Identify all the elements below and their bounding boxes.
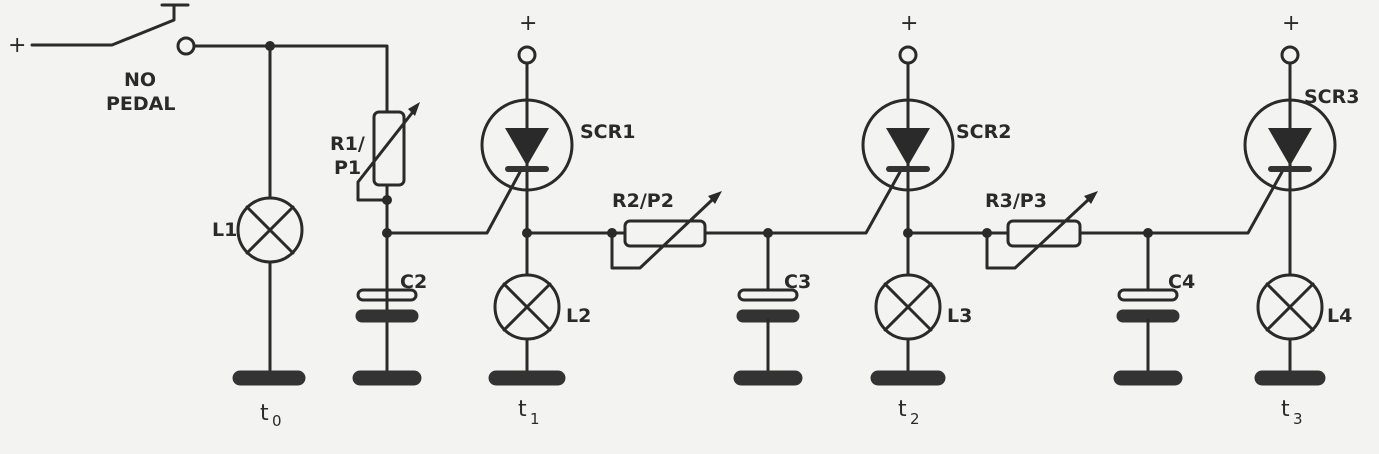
potentiometer-r2p2 (525, 191, 770, 270)
lamp-l1 (232, 44, 306, 386)
scr-label-2: SCR2 (956, 121, 1011, 143)
resistor-label-r3: R3/P3 (985, 190, 1047, 212)
switch-label-line2: PEDAL (106, 93, 176, 115)
lamp-label-l3: L3 (947, 305, 972, 327)
input-plus-label: + (8, 33, 26, 58)
gate-wire-scr2 (766, 170, 902, 235)
svg-text:3: 3 (1293, 410, 1303, 428)
capacitor-c3 (733, 228, 803, 386)
svg-text:t: t (898, 397, 907, 422)
gate-wire-scr3 (1146, 170, 1284, 235)
lamp-label-l1: L1 (212, 219, 237, 241)
svg-text:0: 0 (272, 412, 282, 430)
scr1-symbol (480, 98, 574, 192)
svg-text:2: 2 (910, 410, 920, 428)
svg-text:1: 1 (530, 410, 540, 428)
capacitor-label-c2: C2 (400, 271, 427, 293)
potentiometer-r3p3 (906, 191, 1150, 270)
scr1-stage: + (480, 11, 574, 386)
scr2-stage: + (861, 11, 955, 386)
pedal-switch (30, 3, 196, 56)
top-rail (192, 44, 389, 114)
scr-label-3: SCR3 (1304, 86, 1359, 108)
capacitor-label-c4: C4 (1168, 271, 1195, 293)
switch-label-line1: NO (124, 69, 156, 91)
potentiometer-r1p1 (356, 102, 420, 380)
scr-label-1: SCR1 (580, 121, 635, 143)
scr3-stage: + (1243, 11, 1337, 386)
svg-text:t: t (518, 397, 527, 422)
resistor-label-r1-line1: R1/ (330, 133, 365, 155)
capacitor-c2 (352, 288, 422, 386)
scr3-plus-label: + (1282, 11, 1300, 36)
svg-text:t: t (260, 401, 269, 426)
lamp-label-l2: L2 (566, 305, 591, 327)
svg-text:t: t (1281, 397, 1290, 422)
resistor-label-r1-line2: P1 (334, 157, 361, 179)
resistor-label-r2: R2/P2 (612, 190, 674, 212)
scr2-plus-label: + (900, 11, 918, 36)
scr1-plus-label: + (519, 11, 537, 36)
gate-wire-scr1 (385, 170, 522, 235)
lamp-label-l4: L4 (1327, 305, 1352, 327)
capacitor-c4 (1113, 228, 1183, 386)
capacitor-label-c3: C3 (784, 271, 811, 293)
